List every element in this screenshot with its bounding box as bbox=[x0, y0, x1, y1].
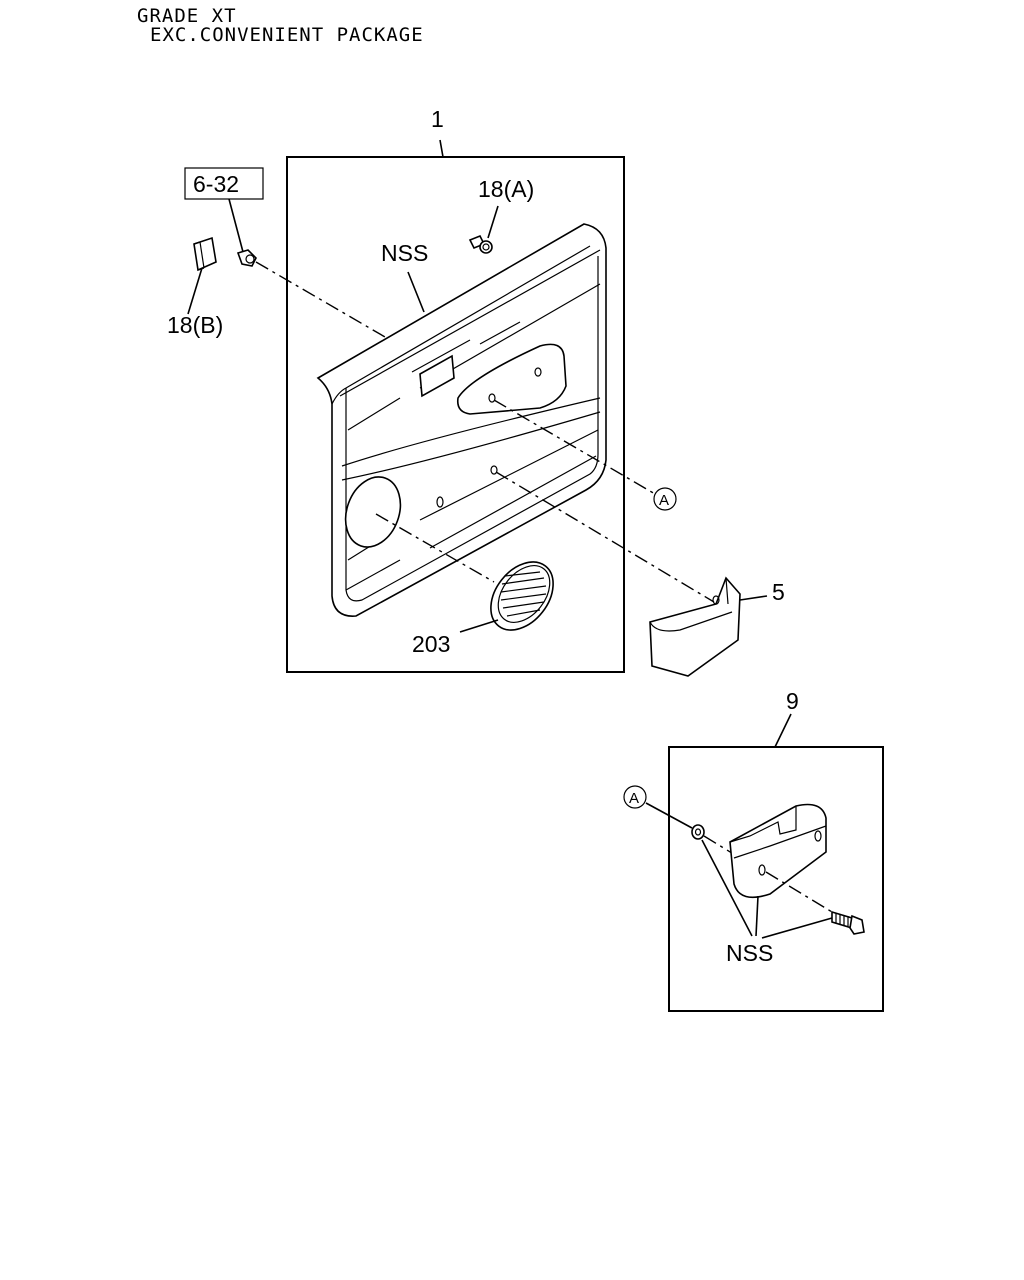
callout-18b: 18(B) bbox=[167, 312, 223, 338]
header-grade: GRADE XT bbox=[137, 5, 237, 27]
retainer-clip bbox=[236, 249, 257, 267]
speaker-grille bbox=[490, 561, 554, 631]
dash-pull-to-screw bbox=[765, 871, 833, 913]
leader-6-32 bbox=[228, 198, 244, 253]
marker-a-upper-label: A bbox=[659, 492, 669, 509]
callout-203: 203 bbox=[412, 631, 450, 657]
leader-9 bbox=[774, 713, 792, 748]
door-trim-panel bbox=[316, 223, 607, 617]
cover-part bbox=[649, 576, 741, 677]
pull-cup-part bbox=[729, 803, 827, 899]
washer-part bbox=[691, 824, 705, 840]
header-package: EXC.CONVENIENT PACKAGE bbox=[150, 24, 424, 46]
ref-box bbox=[184, 167, 264, 200]
screw-part bbox=[831, 910, 865, 935]
leader-a-lower bbox=[645, 802, 693, 829]
callout-18a: 18(A) bbox=[478, 176, 534, 202]
callout-5: 5 bbox=[772, 579, 785, 605]
pull-group-frame bbox=[668, 746, 884, 1012]
leader-203 bbox=[459, 619, 499, 633]
nss-upper-label: NSS bbox=[381, 240, 428, 266]
leader-18a bbox=[487, 205, 499, 239]
marker-a-upper: A bbox=[653, 487, 677, 511]
panel-group-frame bbox=[286, 156, 625, 673]
clip-b-part bbox=[193, 236, 217, 272]
nss-lower-leaders bbox=[701, 839, 833, 939]
leader-1 bbox=[439, 139, 444, 158]
leader-5 bbox=[739, 595, 768, 601]
nss-lower-label: NSS bbox=[726, 940, 773, 966]
callout-9: 9 bbox=[786, 688, 799, 714]
dash-to-grille bbox=[375, 513, 495, 583]
clip-a-part bbox=[468, 234, 493, 254]
callout-1: 1 bbox=[431, 106, 444, 132]
callout-6-32: 6-32 bbox=[193, 171, 239, 197]
leader-18b bbox=[187, 267, 203, 315]
dash-to-marker-a bbox=[493, 399, 656, 495]
leader-nss-upper bbox=[407, 271, 425, 313]
marker-a-lower-label: A bbox=[629, 790, 639, 807]
marker-a-lower: A bbox=[623, 785, 647, 809]
